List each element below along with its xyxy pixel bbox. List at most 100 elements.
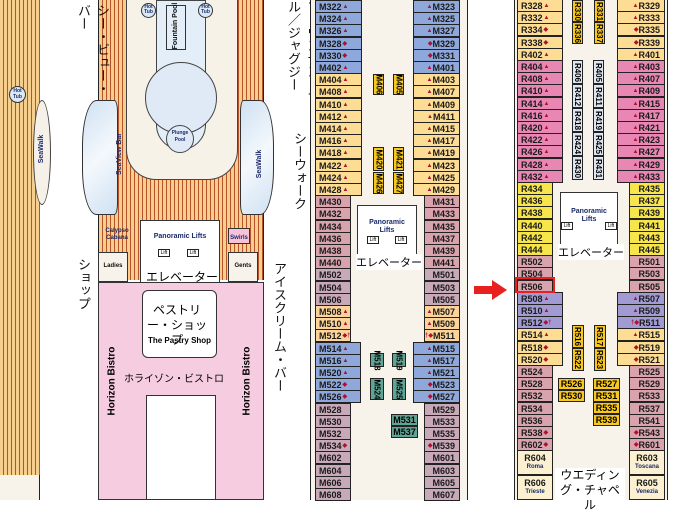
cabin-r535[interactable]: R535 — [593, 402, 620, 414]
cabin-number: M510 — [319, 318, 342, 329]
cabin-m523[interactable]: ◆M523 — [413, 378, 460, 391]
cabin-r428[interactable]: R428▲ — [517, 158, 563, 171]
cabin-r531[interactable]: R531 — [593, 390, 620, 402]
cabin-m429[interactable]: ▲M429 — [413, 183, 460, 196]
cabin-feature-mark: ▲ — [632, 124, 639, 131]
cabin-r517[interactable]: R517 — [594, 325, 606, 348]
cabin-m405[interactable]: M405 — [393, 74, 404, 95]
seawalk-right — [240, 100, 274, 215]
cabin-m327[interactable]: ▲M327 — [413, 24, 460, 37]
cabin-m608[interactable]: M608 — [315, 488, 351, 501]
cabin-number: R511 — [638, 317, 660, 328]
cabin-r530[interactable]: R530 — [558, 390, 585, 402]
cabin-m531[interactable]: M531 — [391, 414, 418, 426]
cabin-r504[interactable]: R504 — [517, 267, 553, 280]
cabin-m326[interactable]: M326▲ — [315, 24, 362, 37]
cabin-r425[interactable]: R425 — [593, 132, 604, 156]
cabin-m408[interactable]: M408▲ — [315, 85, 362, 98]
cabin-m426[interactable]: M426 — [373, 172, 384, 194]
cabin-r335[interactable]: ◆R335 — [617, 23, 665, 36]
cabin-m507[interactable]: ▲M507 — [424, 305, 460, 318]
cabin-m421[interactable]: M421 — [393, 147, 404, 171]
cabin-feature-mark: ◆ — [427, 443, 433, 449]
cabin-r331[interactable]: R331 — [594, 0, 605, 22]
cabin-m603[interactable]: M603 — [424, 464, 460, 477]
cabin-r532[interactable]: R532 — [517, 389, 553, 402]
cabin-m522[interactable]: M522◆ — [315, 378, 361, 391]
cabin-r336[interactable]: R336 — [572, 22, 583, 44]
cabin-m601[interactable]: M601 — [424, 451, 460, 464]
cabin-r427[interactable]: ▲R427 — [617, 145, 665, 158]
cabin-r405[interactable]: R405 — [593, 60, 604, 84]
cabin-m519[interactable]: M519 — [392, 350, 406, 370]
cabin-m509[interactable]: ▲M509 — [424, 317, 460, 330]
red-arrow-icon — [474, 280, 507, 300]
cabin-feature-mark: ▲ — [426, 125, 433, 132]
m-elevator-label: エレベーター — [356, 254, 422, 270]
cabin-m607[interactable]: M607 — [424, 488, 460, 501]
cabin-r426[interactable]: R426▲ — [517, 145, 563, 158]
cabin-number: M410 — [319, 99, 342, 110]
cabin-r418[interactable]: R418 — [572, 108, 583, 132]
cabin-r419[interactable]: R419 — [593, 108, 604, 132]
cabin-r334[interactable]: R334◆ — [517, 23, 563, 36]
cabin-m518[interactable]: M518 — [370, 350, 384, 370]
cabin-r431[interactable]: R431 — [593, 156, 604, 180]
cabin-feature-mark: ▲ — [426, 137, 433, 144]
cabin-r438[interactable]: R438 — [517, 206, 553, 219]
cabin-r539[interactable]: R539 — [593, 414, 620, 426]
cabin-number: R519 — [638, 342, 660, 353]
cabin-m432[interactable]: M432 — [315, 207, 351, 220]
cabin-r337[interactable]: R337 — [594, 22, 605, 44]
cabin-r503[interactable]: R503 — [629, 267, 665, 280]
cabin-r526[interactable]: R526 — [558, 378, 585, 390]
cabin-m527[interactable]: ◆M527 — [413, 390, 460, 403]
cabin-m526[interactable]: M526◆ — [315, 390, 361, 403]
cabin-m420[interactable]: M420 — [373, 147, 384, 171]
cabin-r422[interactable]: R422▲ — [517, 133, 563, 146]
cabin-feature-mark: ▲ — [426, 345, 433, 352]
cabin-m539[interactable]: ◆M539 — [424, 439, 460, 452]
cabin-m419[interactable]: ▲M419 — [413, 146, 460, 159]
cabin-m524[interactable]: M524 — [370, 378, 384, 400]
cabin-number: R416 — [521, 110, 543, 121]
cabin-m406[interactable]: M406 — [373, 74, 384, 95]
cabin-m501[interactable]: M501 — [424, 268, 460, 281]
cabin-m537[interactable]: M537 — [391, 426, 418, 438]
cabin-r439[interactable]: R439 — [629, 206, 665, 219]
cabin-r410[interactable]: R410▲ — [517, 84, 563, 97]
cabin-m407[interactable]: ▲M407 — [413, 85, 460, 98]
cabin-r514[interactable]: R514▲ — [517, 328, 563, 341]
cabin-m511[interactable]: †◆M511 — [424, 329, 460, 342]
cabin-r430[interactable]: R430 — [572, 156, 583, 180]
cabin-r411[interactable]: R411 — [593, 84, 604, 108]
cabin-r527[interactable]: R527 — [593, 378, 620, 390]
cabin-r533[interactable]: R533 — [629, 389, 665, 402]
cabin-r406[interactable]: R406 — [572, 60, 583, 84]
cabin-r412[interactable]: R412 — [572, 84, 583, 108]
cabin-r330[interactable]: R330 — [572, 0, 583, 22]
cabin-feature-mark: ▲ — [426, 369, 433, 376]
cabin-r522[interactable]: R522 — [572, 348, 584, 371]
cabin-m602[interactable]: M602 — [315, 451, 351, 464]
cabin-r523[interactable]: R523 — [594, 348, 606, 371]
cabin-r409[interactable]: ▲R409 — [617, 84, 665, 97]
cabin-m433[interactable]: M433 — [424, 207, 460, 220]
cabin-m427[interactable]: M427 — [393, 172, 404, 194]
cabin-m502[interactable]: M502 — [315, 268, 351, 281]
cabin-r515[interactable]: ▲R515 — [617, 328, 665, 341]
cabin-feature-mark: ▲ — [632, 331, 639, 338]
cabin-feature-mark: ▲ — [426, 308, 433, 315]
cabin-number: R430 — [573, 158, 582, 178]
cabin-r538[interactable]: R538◆ — [517, 426, 553, 439]
cabin-m530[interactable]: M530 — [315, 415, 351, 428]
cabin-r516[interactable]: R516 — [572, 325, 584, 348]
cabin-r424[interactable]: R424 — [572, 132, 583, 156]
cabin-m512[interactable]: M512◆† — [315, 329, 351, 342]
cabin-m525[interactable]: M525 — [392, 378, 406, 400]
cabin-m418[interactable]: M418▲ — [315, 146, 362, 159]
